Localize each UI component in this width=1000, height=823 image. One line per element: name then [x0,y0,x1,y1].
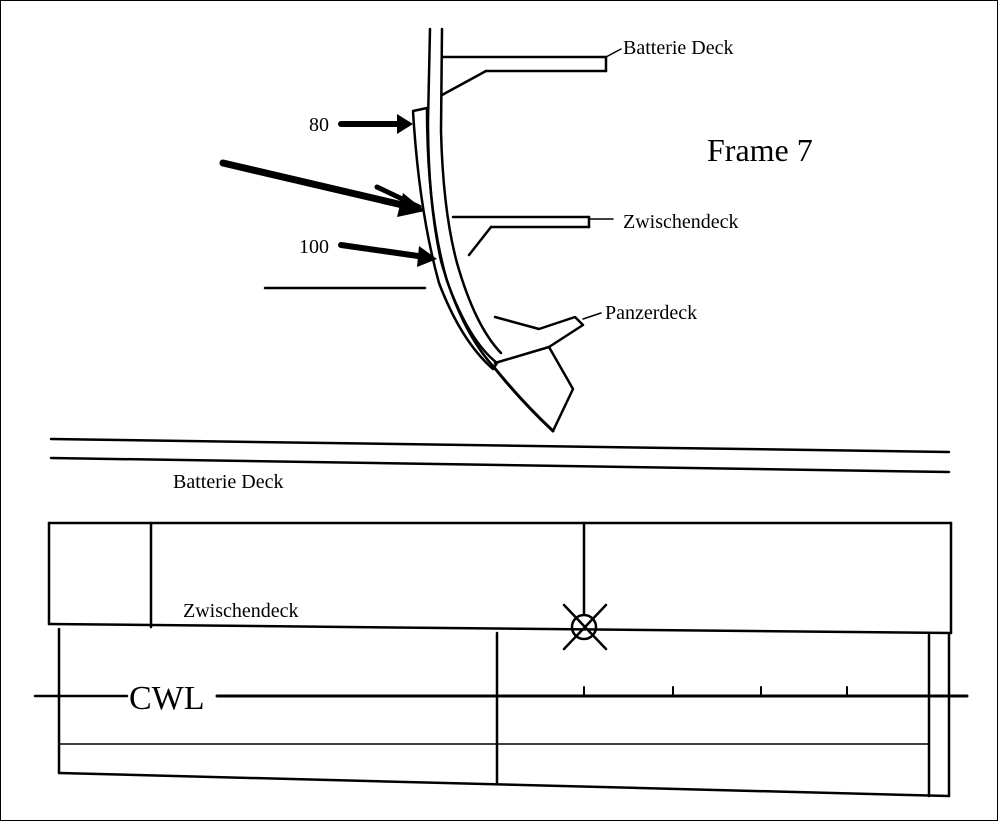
label-panzerdeck: Panzerdeck [605,302,697,324]
label-batterie-deck-profile: Batterie Deck [173,471,284,493]
profile-upper-strake [47,521,953,635]
armor-belt [411,106,499,371]
arrow-80 [338,114,413,134]
hull-bilge-line [491,364,555,433]
frame-marker [562,603,608,651]
label-batterie-deck-section: Batterie Deck [623,37,734,59]
hull-inner-line [439,27,503,355]
profile-deck-lines [49,437,951,474]
arrow-100 [338,242,437,267]
arrow-label-100: 100 [299,236,329,258]
arrowhead-icon [397,114,413,134]
arrow-oblique [219,159,425,217]
zwischendeck-beam [451,215,614,257]
label-zwischendeck-profile: Zwischendeck [183,600,299,622]
hull-section [411,27,555,433]
batterie-deck-beam [440,48,622,97]
cwl-waterline [33,686,969,698]
label-zwischendeck-section: Zwischendeck [623,211,739,233]
label-cwl: CWL [129,680,205,717]
profile-lower-strake [57,627,951,798]
arrow-label-80: 80 [309,114,329,136]
panzerdeck-structure [493,312,602,433]
frame-title: Frame 7 [707,132,813,168]
arrowhead-icon [417,246,437,267]
